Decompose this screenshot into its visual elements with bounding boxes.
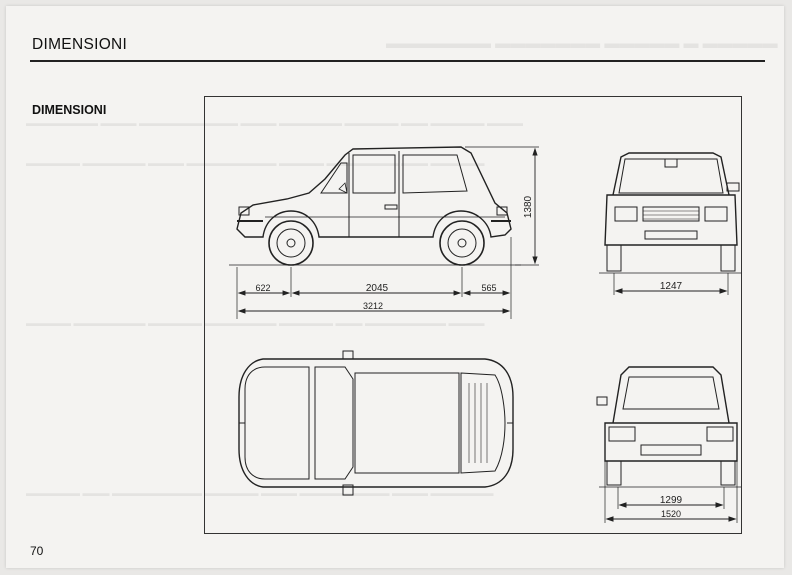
dim-overall-length: 3212 bbox=[363, 301, 383, 311]
top-view bbox=[238, 350, 514, 496]
page-subtitle: DIMENSIONI bbox=[32, 103, 107, 117]
dim-rear-track: 1299 bbox=[660, 495, 683, 506]
section-header: DIMENSIONI bbox=[32, 36, 128, 53]
vehicle-dimension-drawing: 622 2045 565 3212 1380 bbox=[229, 146, 745, 523]
bleed-through-text: ▬▬▬▬▬ ▬ ▬▬▬▬▬ ▬▬▬▬▬▬▬ ▬▬▬▬▬▬▬ bbox=[386, 35, 778, 52]
dim-wheelbase: 2045 bbox=[366, 283, 389, 294]
dim-overall-width: 1520 bbox=[661, 509, 681, 519]
rear-view bbox=[596, 366, 745, 523]
dim-front-overhang: 622 bbox=[255, 283, 270, 293]
dim-front-track: 1247 bbox=[660, 281, 683, 292]
dim-rear-overhang: 565 bbox=[481, 283, 496, 293]
manual-page: ▬▬▬▬▬ ▬ ▬▬▬▬▬ ▬▬▬▬▬▬▬ ▬▬▬▬▬▬▬ ▬▬▬▬ ▬▬▬▬▬… bbox=[6, 6, 784, 568]
diagram-frame: 622 2045 565 3212 1380 bbox=[204, 96, 745, 534]
side-view bbox=[229, 146, 539, 319]
dim-height: 1380 bbox=[523, 195, 534, 218]
page-number: 70 bbox=[30, 544, 44, 558]
front-view bbox=[599, 152, 745, 295]
header-rule bbox=[30, 60, 765, 62]
